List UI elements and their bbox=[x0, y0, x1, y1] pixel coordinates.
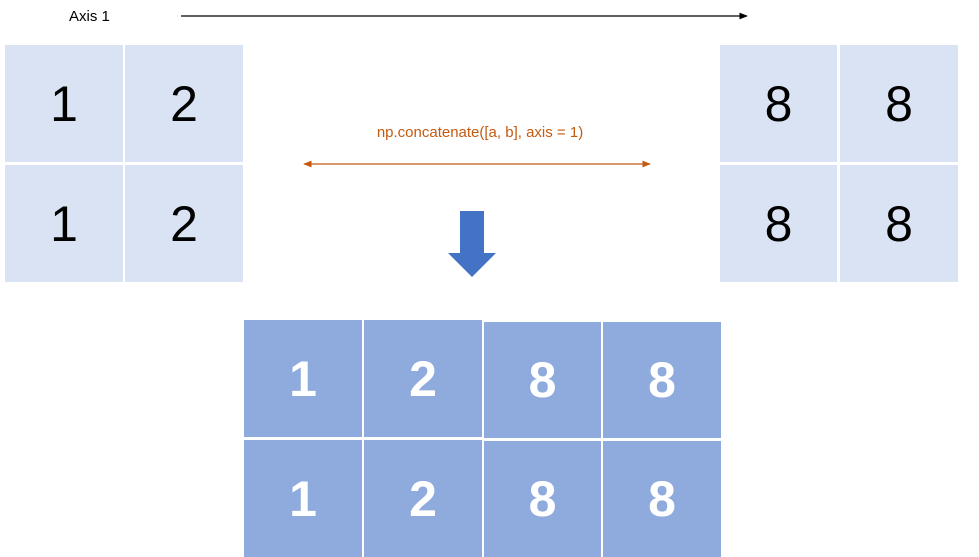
matrix-a-cell: 2 bbox=[125, 45, 243, 162]
result-cell: 1 bbox=[244, 320, 362, 437]
function-label: np.concatenate([a, b], axis = 1) bbox=[376, 124, 584, 141]
result-cell: 8 bbox=[603, 441, 721, 557]
result-cell: 2 bbox=[364, 440, 482, 557]
matrix-b-cell: 8 bbox=[840, 45, 958, 162]
matrix-a-cell: 1 bbox=[5, 45, 123, 162]
result-cell: 8 bbox=[603, 322, 721, 438]
result-cell: 2 bbox=[364, 320, 482, 437]
matrix-b-cell: 8 bbox=[840, 165, 958, 282]
matrix-b-cell: 8 bbox=[720, 165, 837, 282]
matrix-a-cell: 2 bbox=[125, 165, 243, 282]
down-arrow-icon bbox=[448, 211, 496, 277]
result-cell: 1 bbox=[244, 440, 362, 557]
matrix-b-cell: 8 bbox=[720, 45, 837, 162]
result-cell: 8 bbox=[484, 441, 601, 557]
axis-label: Axis 1 bbox=[69, 8, 110, 25]
matrix-a-cell: 1 bbox=[5, 165, 123, 282]
result-cell: 8 bbox=[484, 322, 601, 438]
